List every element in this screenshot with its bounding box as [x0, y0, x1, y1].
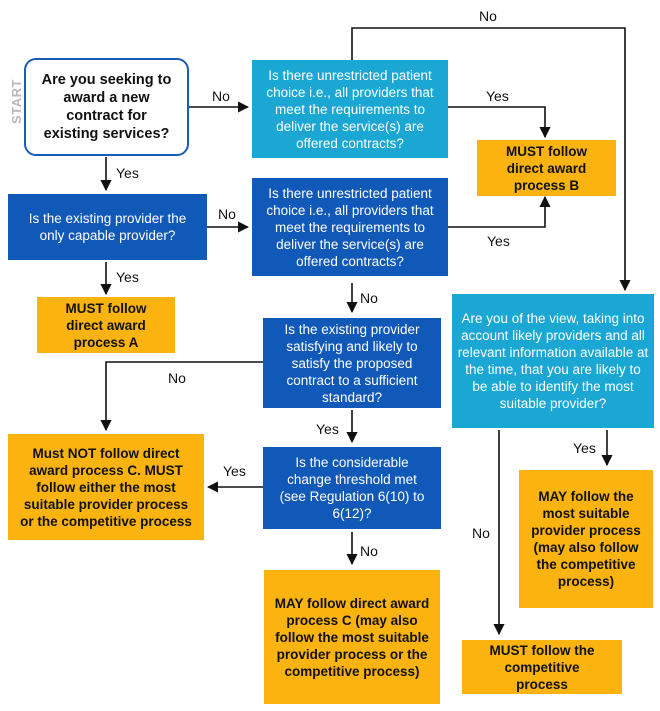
result-direct-award-b: MUST follow direct award process B — [477, 140, 616, 196]
edge-unrest1-yes — [448, 106, 551, 139]
question-existing-provider-satisfying: Is the existing provider satisfying and … — [263, 318, 441, 408]
question-award-new-contract: Are you seeking to award a new contract … — [24, 58, 189, 156]
question-unrestricted-choice-2: Is there unrestricted patient choice i.e… — [252, 178, 448, 276]
label-no-top-loop: No — [479, 8, 497, 24]
label-no-only-capable: No — [218, 206, 236, 222]
result-direct-award-a: MUST follow direct award process A — [37, 297, 175, 353]
label-yes-unrestricted-2: Yes — [487, 233, 510, 249]
label-yes-start: Yes — [116, 165, 139, 181]
result-may-direct-award-c: MAY follow direct award process C (may a… — [264, 570, 440, 704]
label-yes-unrestricted-1: Yes — [486, 88, 509, 104]
result-may-most-suitable-provider: MAY follow the most suitable provider pr… — [519, 470, 653, 608]
result-must-not-direct-award-c: Must NOT follow direct award process C. … — [8, 434, 204, 540]
question-unrestricted-choice-1: Is there unrestricted patient choice i.e… — [252, 60, 448, 158]
label-yes-satisfying: Yes — [316, 421, 339, 437]
question-considerable-change-threshold: Is the considerable change threshold met… — [263, 447, 441, 529]
result-must-competitive-process: MUST follow the competitive process — [462, 640, 622, 694]
question-most-suitable-provider-view: Are you of the view, taking into account… — [452, 294, 654, 428]
label-no-start: No — [212, 88, 230, 104]
edge-unrest2-yes — [448, 195, 551, 228]
question-only-capable-provider: Is the existing provider the only capabl… — [8, 194, 207, 260]
label-no-satisfying: No — [168, 370, 186, 386]
label-yes-only-capable: Yes — [116, 269, 139, 285]
edge-unrest1-no — [351, 27, 631, 292]
label-no-unrestricted-2: No — [360, 290, 378, 306]
label-yes-most-suitable-view: Yes — [573, 440, 596, 456]
label-yes-threshold: Yes — [223, 463, 246, 479]
label-no-most-suitable-view: No — [472, 525, 490, 541]
start-label: START — [8, 79, 24, 124]
edge-satisfying-no — [100, 361, 263, 432]
label-no-threshold: No — [360, 543, 378, 559]
